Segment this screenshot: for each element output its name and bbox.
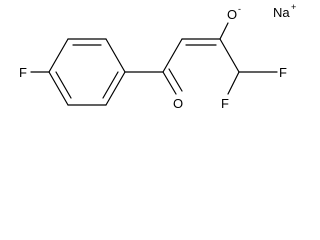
bond-carbonyl-2	[168, 68, 183, 92]
sodium-label: Na	[273, 5, 290, 20]
ring-bond-1	[48, 38, 69, 73]
structure-drawing: F O O - F F Na +	[19, 2, 296, 111]
fluorine-cf2-b-label: F	[279, 65, 287, 80]
bond-c1-c2	[162, 38, 183, 73]
ring-bond-4	[105, 71, 126, 106]
bond-c3-c4	[219, 38, 240, 73]
ring-double-3	[55, 71, 72, 99]
ring-double-2	[102, 71, 119, 99]
oxygen-enolate-label: O	[227, 7, 237, 22]
benzene-ring	[48, 38, 126, 106]
bond-enolate-oxygen	[219, 22, 229, 40]
bond-carbonyl-1	[162, 71, 177, 95]
sodium-charge-label: +	[291, 2, 296, 12]
bond-c4-fluorine-a	[227, 71, 240, 95]
ring-bond-6	[48, 71, 69, 106]
oxygen-carbonyl-label: O	[173, 96, 183, 111]
ring-bond-3	[105, 38, 126, 73]
enolate-charge-label: -	[238, 4, 241, 14]
fluorine-ring-label: F	[19, 65, 27, 80]
fluorine-cf2-a-label: F	[221, 96, 229, 111]
